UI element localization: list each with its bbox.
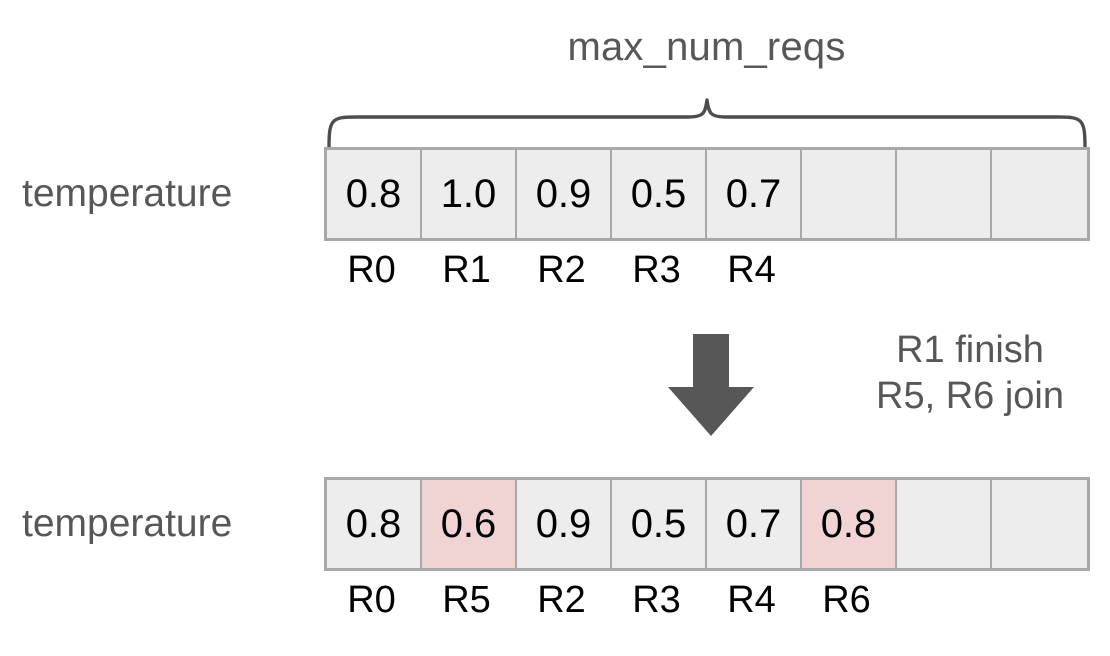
request-id-label: R3	[632, 249, 681, 291]
temperature-buffer-before: 0.8 1.0 0.9 0.5 0.7	[324, 147, 1090, 241]
request-id-label: R4	[727, 579, 776, 621]
buffer-cell[interactable]: 1.0	[422, 150, 517, 238]
request-id-label-empty	[989, 250, 1084, 292]
buffer-cell-empty[interactable]	[992, 480, 1087, 568]
request-id-label-empty	[989, 580, 1084, 622]
row-label-temperature-before: temperature	[22, 172, 233, 215]
buffer-cell[interactable]: 0.9	[517, 150, 612, 238]
buffer-cell-empty[interactable]	[897, 480, 992, 568]
request-id-label: R0	[347, 579, 396, 621]
buffer-cell[interactable]: 0.8	[327, 480, 422, 568]
buffer-cell-empty[interactable]	[897, 150, 992, 238]
buffer-cell[interactable]: 0.7	[707, 480, 802, 568]
row-label-temperature-after: temperature	[22, 502, 233, 545]
request-id-label-empty	[894, 250, 989, 292]
temperature-buffer-after: 0.8 0.6 0.9 0.5 0.7 0.8	[324, 477, 1090, 571]
buffer-cell-updated[interactable]: 0.8	[802, 480, 897, 568]
transition-annotation: R1 finish R5, R6 join	[845, 327, 1095, 420]
request-id-label: R5	[442, 579, 491, 621]
request-id-row-after: R0 R5 R2 R3 R4 R6	[324, 579, 1084, 622]
request-id-label: R1	[442, 249, 491, 291]
annotation-line-1: R1 finish	[896, 329, 1044, 371]
request-id-label: R2	[537, 579, 586, 621]
buffer-cell-empty[interactable]	[992, 150, 1087, 238]
buffer-cell[interactable]: 0.5	[612, 480, 707, 568]
request-id-label-empty	[799, 250, 894, 292]
buffer-cell[interactable]: 0.7	[707, 150, 802, 238]
request-id-label: R2	[537, 249, 586, 291]
request-id-label: R6	[822, 579, 871, 621]
request-id-label: R3	[632, 579, 681, 621]
request-id-row-before: R0 R1 R2 R3 R4	[324, 249, 1084, 292]
down-arrow-icon	[666, 334, 756, 438]
buffer-cell[interactable]: 0.5	[612, 150, 707, 238]
span-brace	[320, 97, 1095, 149]
buffer-cell[interactable]: 0.8	[327, 150, 422, 238]
buffer-cell-empty[interactable]	[802, 150, 897, 238]
buffer-cell[interactable]: 0.9	[517, 480, 612, 568]
buffer-cell-updated[interactable]: 0.6	[422, 480, 517, 568]
page-title: max_num_reqs	[567, 25, 846, 69]
request-id-label: R4	[727, 249, 776, 291]
annotation-line-2: R5, R6 join	[876, 375, 1064, 418]
request-id-label-empty	[894, 580, 989, 622]
request-id-label: R0	[347, 249, 396, 291]
